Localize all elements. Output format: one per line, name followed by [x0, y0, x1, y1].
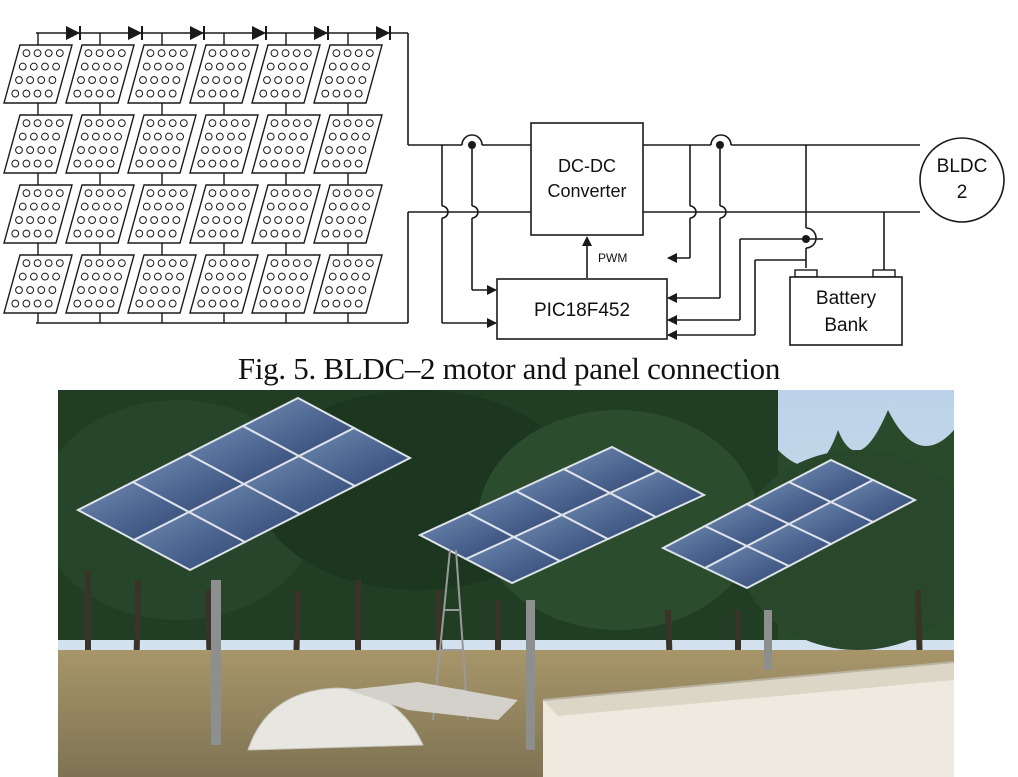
- motor-label-line2: 2: [957, 182, 968, 203]
- solar-panel: [189, 184, 259, 244]
- diode-symbol: [314, 26, 329, 40]
- solar-panel: [313, 44, 383, 104]
- solar-tracker-right: [660, 458, 918, 590]
- solar-panel: [251, 254, 321, 314]
- junction-dots: [468, 141, 810, 243]
- pic-controller-box: [496, 278, 668, 340]
- top-rail: [36, 32, 409, 324]
- solar-tracker-middle: [417, 445, 707, 585]
- blocking-diodes: [66, 26, 391, 40]
- solar-panel-array: [3, 33, 383, 323]
- diode-symbol: [128, 26, 143, 40]
- solar-panel: [313, 114, 383, 174]
- solar-panel: [65, 114, 135, 174]
- solar-panel: [251, 184, 321, 244]
- solar-panel: [65, 184, 135, 244]
- solar-panel: [189, 44, 259, 104]
- solar-tracker-left: [75, 396, 413, 572]
- covered-equipment: [247, 687, 424, 751]
- solar-panel: [127, 254, 197, 314]
- field-photo-solar-trackers: [58, 390, 954, 777]
- water-tank: [542, 661, 954, 777]
- solar-panel: [65, 254, 135, 314]
- converter-label-line1: DC-DC: [558, 156, 616, 176]
- tracker-panel-module: [607, 469, 707, 519]
- battery-label-line2: Bank: [824, 315, 868, 336]
- pic-controller-label: PIC18F452: [534, 300, 630, 321]
- solar-panel: [189, 254, 259, 314]
- tracker-panel-module: [828, 478, 918, 524]
- tracker-panel-module: [296, 426, 413, 488]
- solar-panel: [3, 254, 73, 314]
- battery-terminal-right: [872, 269, 896, 278]
- battery-label-line1: Battery: [816, 288, 877, 309]
- solar-panel: [127, 114, 197, 174]
- solar-panel: [3, 114, 73, 174]
- dc-dc-converter-box: [530, 122, 644, 236]
- diode-symbol: [66, 26, 81, 40]
- signal-arrowheads: [487, 236, 677, 340]
- motor-label-line1: BLDC: [937, 156, 988, 177]
- solar-panel: [127, 184, 197, 244]
- solar-panel: [251, 44, 321, 104]
- figure-caption: Fig. 5. BLDC–2 motor and panel connectio…: [237, 351, 781, 386]
- solar-panel: [251, 114, 321, 174]
- solar-panel: [127, 44, 197, 104]
- converter-label-line2: Converter: [547, 181, 626, 201]
- diode-symbol: [190, 26, 205, 40]
- battery-bank-box: [789, 276, 903, 346]
- solar-panel: [313, 254, 383, 314]
- diode-symbol: [376, 26, 391, 40]
- bldc-motor-circle: [919, 137, 1005, 223]
- tarp: [348, 682, 518, 720]
- solar-panel: [65, 44, 135, 104]
- solar-panel: [3, 184, 73, 244]
- tracker-poles: [211, 580, 772, 750]
- circuit-diagram: DC-DC Converter PIC18F452 PWM Battery Ba…: [3, 26, 1005, 346]
- pwm-label: PWM: [598, 251, 627, 265]
- solar-panel: [313, 184, 383, 244]
- bus-wiring: [408, 134, 920, 336]
- diode-symbol: [252, 26, 267, 40]
- solar-panel: [189, 114, 259, 174]
- battery-terminal-left: [794, 269, 818, 278]
- solar-panel: [3, 44, 73, 104]
